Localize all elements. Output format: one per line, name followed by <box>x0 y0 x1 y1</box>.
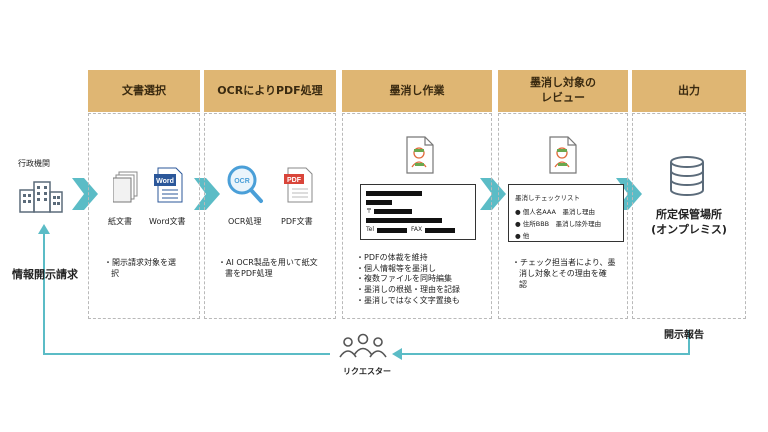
paper-document-label: 紙文書 <box>108 217 132 226</box>
pdf-label: PDF文書 <box>281 217 313 226</box>
column-ocr-pdf <box>204 113 336 319</box>
svg-text:OCR: OCR <box>234 178 250 185</box>
report-line <box>400 330 690 355</box>
header-document-selection: 文書選択 <box>88 70 200 112</box>
redaction-bar <box>425 228 455 233</box>
redaction-checklist: 墨消しチェックリスト ● 個人名AAA 墨消し理由 ● 住所BBB 墨消し除外理… <box>508 184 624 242</box>
bullets-review: ・チェック担当者により、墨 消し対象とその理由を確 認 <box>512 258 616 290</box>
ocr-icon: OCR <box>227 165 263 203</box>
redaction-bar <box>366 191 422 196</box>
report-arrowhead <box>392 348 402 360</box>
column-document-selection <box>88 113 200 319</box>
header-output: 出力 <box>632 70 746 112</box>
database-icon <box>670 156 704 196</box>
bullets-ocr-pdf: ・AI OCR製品を用いて紙文 書をPDF処理 <box>218 258 318 279</box>
redaction-bar <box>366 218 442 223</box>
requester-label: リクエスター <box>343 367 391 376</box>
redacted-document-icon <box>406 136 434 174</box>
request-line <box>43 232 330 355</box>
svg-text:PDF: PDF <box>287 177 302 184</box>
column-redaction <box>342 113 492 319</box>
request-arrowhead <box>38 224 50 234</box>
redaction-bar <box>377 228 407 233</box>
people-icon <box>339 333 387 358</box>
column-review <box>498 113 628 319</box>
request-label: 情報開示請求 <box>12 268 78 281</box>
header-review: 墨消し対象のレビュー <box>498 70 628 112</box>
bullets-redaction: ・PDFの体裁を維持 ・個人情報等を墨消し ・複数ファイルを同時編集 ・墨消しの… <box>356 253 460 305</box>
paper-document-icon <box>113 171 138 203</box>
svg-text:Word: Word <box>156 178 174 185</box>
header-redaction: 墨消し作業 <box>342 70 492 112</box>
header-ocr-pdf: OCRによりPDF処理 <box>204 70 336 112</box>
flow-arrow-1 <box>72 178 98 210</box>
word-document-icon: Word <box>154 167 183 203</box>
redaction-bar <box>374 209 412 214</box>
agency-label: 行政機関 <box>18 159 50 168</box>
building-icon <box>19 181 63 213</box>
flow-arrow-2 <box>194 178 220 210</box>
redacted-document-preview: 〒 Tel FAX <box>360 184 476 240</box>
redaction-bar <box>366 200 392 205</box>
word-document-label: Word文書 <box>149 217 186 226</box>
bullets-document-selection: ・開示請求対象を選 択 <box>104 258 176 279</box>
flow-arrow-3 <box>480 178 506 210</box>
disclosure-report-label: 開示報告 <box>664 330 704 341</box>
redacted-document-icon <box>549 136 577 174</box>
pdf-document-icon: PDF <box>284 167 313 203</box>
column-output <box>632 113 746 319</box>
ocr-label: OCR処理 <box>228 217 262 226</box>
storage-location: 所定保管場所 (オンプレミス) <box>651 208 727 236</box>
